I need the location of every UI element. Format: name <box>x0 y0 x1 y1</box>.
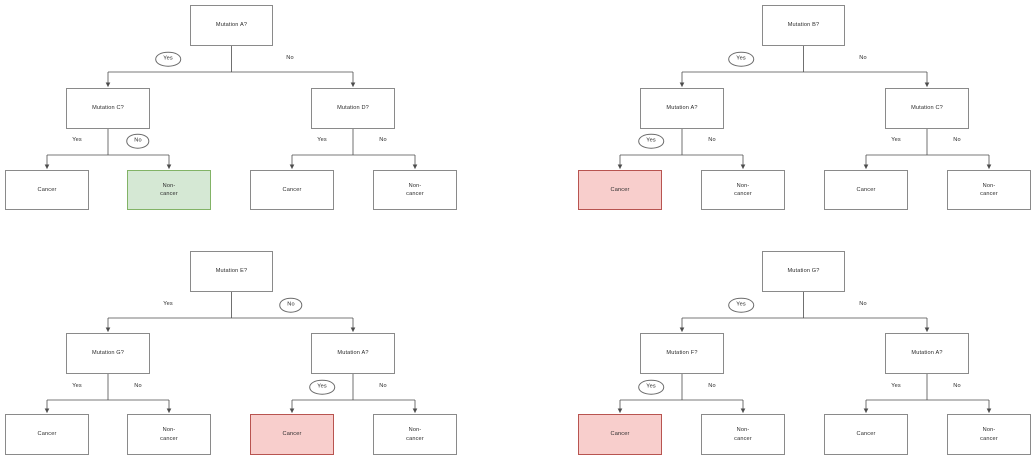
tree-bottom-right-decision-node-1[interactable]: Mutation F? <box>640 333 724 374</box>
tree-bottom-left-decision-node-2[interactable]: Mutation A? <box>311 333 395 374</box>
tree-top-right-leaf-1-highlighted[interactable]: Cancer <box>578 170 662 210</box>
tree-top-left-root-branch-label-2: No <box>286 55 294 62</box>
tree-bottom-left-leaf-2[interactable]: Non- cancer <box>127 414 211 455</box>
tree-bottom-right-root-branch-label-2: No <box>859 301 867 308</box>
tree-bottom-left-branch-label-4: No <box>379 383 387 390</box>
tree-top-left-decision-node-1[interactable]: Mutation C? <box>66 88 150 129</box>
tree-top-left-decision-node-2[interactable]: Mutation D? <box>311 88 395 129</box>
tree-top-right-decision-node-2[interactable]: Mutation C? <box>885 88 969 129</box>
tree-bottom-left-leaf-1[interactable]: Cancer <box>5 414 89 455</box>
tree-bottom-right-decision-node-2[interactable]: Mutation A? <box>885 333 969 374</box>
tree-top-right-branch-label-1-selected: Yes <box>638 133 664 149</box>
tree-top-left-branch-label-2-selected: No <box>126 133 150 149</box>
tree-top-right-leaf-4[interactable]: Non- cancer <box>947 170 1031 210</box>
tree-top-left-leaf-2-highlighted[interactable]: Non- cancer <box>127 170 211 210</box>
tree-top-left-branch-label-3: Yes <box>317 137 327 144</box>
tree-top-right-leaf-3[interactable]: Cancer <box>824 170 908 210</box>
tree-top-left-leaf-4[interactable]: Non- cancer <box>373 170 457 210</box>
tree-bottom-left-branch-label-3-selected: Yes <box>309 379 335 395</box>
tree-top-right-leaf-2[interactable]: Non- cancer <box>701 170 785 210</box>
tree-bottom-right-branch-label-1-selected: Yes <box>638 379 664 395</box>
tree-bottom-right-leaf-4[interactable]: Non- cancer <box>947 414 1031 455</box>
tree-bottom-right-branch-label-3: Yes <box>891 383 901 390</box>
tree-top-left-branch-label-1: Yes <box>72 137 82 144</box>
tree-bottom-left-root-branch-label-1: Yes <box>163 301 173 308</box>
tree-bottom-right-branch-label-4: No <box>953 383 961 390</box>
tree-top-right-root-node[interactable]: Mutation B? <box>762 5 845 46</box>
tree-bottom-left-root-branch-label-2-selected: No <box>279 297 303 313</box>
tree-top-right-branch-label-2: No <box>708 137 716 144</box>
tree-bottom-left-leaf-4[interactable]: Non- cancer <box>373 414 457 455</box>
tree-bottom-right-leaf-1-highlighted[interactable]: Cancer <box>578 414 662 455</box>
tree-bottom-right-root-branch-label-1-selected: Yes <box>728 297 754 313</box>
tree-top-right-root-branch-label-2: No <box>859 55 867 62</box>
tree-bottom-right-leaf-2[interactable]: Non- cancer <box>701 414 785 455</box>
tree-top-left-leaf-3[interactable]: Cancer <box>250 170 334 210</box>
tree-top-right-root-branch-label-1-selected: Yes <box>728 51 754 67</box>
tree-bottom-left-decision-node-1[interactable]: Mutation G? <box>66 333 150 374</box>
tree-bottom-right-branch-label-2: No <box>708 383 716 390</box>
tree-bottom-left-branch-label-1: Yes <box>72 383 82 390</box>
tree-top-right-branch-label-4: No <box>953 137 961 144</box>
tree-bottom-right-leaf-3[interactable]: Cancer <box>824 414 908 455</box>
tree-top-left-branch-label-4: No <box>379 137 387 144</box>
tree-bottom-left-leaf-3-highlighted[interactable]: Cancer <box>250 414 334 455</box>
tree-bottom-left-root-node[interactable]: Mutation E? <box>190 251 273 292</box>
tree-top-left-leaf-1[interactable]: Cancer <box>5 170 89 210</box>
tree-top-left-root-node[interactable]: Mutation A? <box>190 5 273 46</box>
tree-bottom-left-branch-label-2: No <box>134 383 142 390</box>
tree-top-right-branch-label-3: Yes <box>891 137 901 144</box>
tree-bottom-right-root-node[interactable]: Mutation G? <box>762 251 845 292</box>
tree-top-right-decision-node-1[interactable]: Mutation A? <box>640 88 724 129</box>
tree-top-left-root-branch-label-1-selected: Yes <box>155 51 181 67</box>
